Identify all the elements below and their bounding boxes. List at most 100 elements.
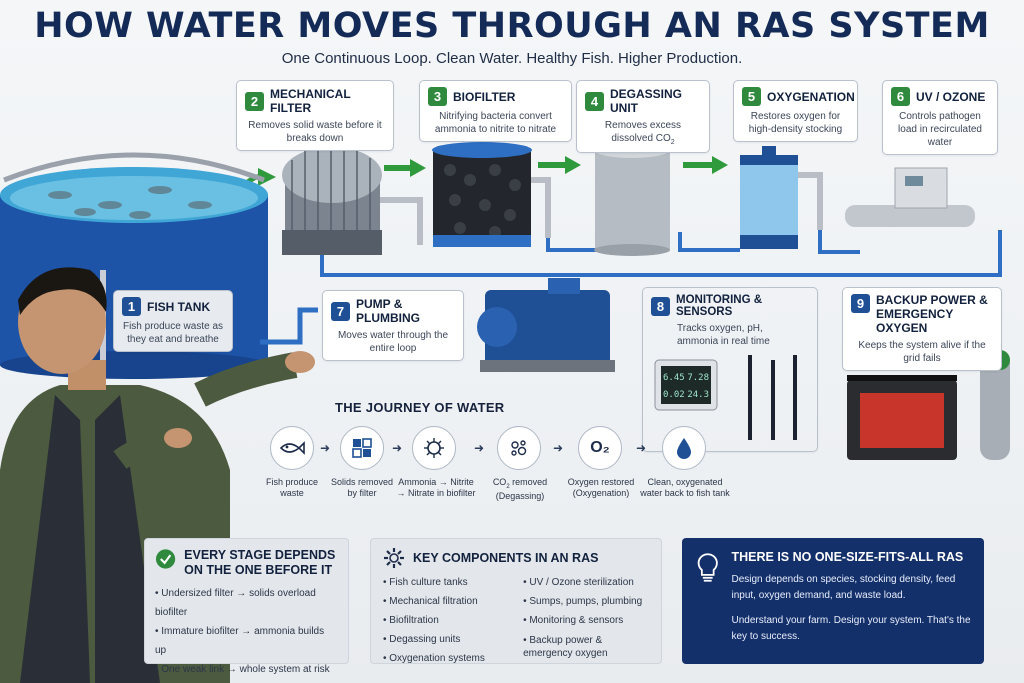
stage-desc: Tracks oxygen, pH, ammonia in real time <box>677 323 770 347</box>
list-item: Mechanical filtration <box>383 592 505 611</box>
stage-title: OXYGENATION <box>767 89 855 104</box>
bacteria-icon <box>424 438 444 458</box>
journey-arrow: ➜ <box>392 441 403 455</box>
list-item: Monitoring & sensors <box>523 611 649 630</box>
stage-desc: Moves water through the entire loop <box>337 330 449 354</box>
reading-do: 6.45 <box>663 373 685 383</box>
journey-arrow: ➜ <box>636 441 647 455</box>
list-item: Biofiltration <box>383 611 505 630</box>
list-item: Backup power & emergency oxygen <box>523 630 649 660</box>
reading-ph: 7.28 <box>687 373 709 383</box>
reading-nh3: 0.02 <box>663 390 685 400</box>
flow-arrows <box>384 156 728 177</box>
fish-icon <box>279 441 305 455</box>
presenter-figure <box>0 267 315 683</box>
stage-title: FISH TANK <box>147 299 211 314</box>
stage-desc: Removes solid waste before it breaks dow… <box>248 120 382 144</box>
list-item: Oxygenation systems <box>383 649 505 668</box>
stage-desc: Nitrifying bacteria convert ammonia to n… <box>434 111 557 135</box>
stage-1-fish-tank: 1 FISH TANK Fish produce waste as they ea… <box>113 290 233 352</box>
check-circle-icon <box>155 549 176 569</box>
journey-step-degassing <box>497 426 541 470</box>
stage-dependency-panel: EVERY STAGE DEPENDS ON THE ONE BEFORE IT… <box>144 538 349 675</box>
biofilter-tank <box>432 142 532 247</box>
list-item: UV / Ozone sterilization <box>523 573 649 592</box>
panel-title: KEY COMPONENTS IN AN RAS <box>413 550 599 565</box>
stage-number: 1 <box>122 297 141 316</box>
uv-unit <box>845 167 975 227</box>
journey-label: Oxygen restored (Oxygenation) <box>567 477 635 499</box>
list-item: Undersized filter → solids overload biof… <box>155 584 338 622</box>
stage-desc: Restores oxygen for high-density stockin… <box>748 111 843 135</box>
monitor-device <box>654 359 718 411</box>
stage-number: 9 <box>851 294 870 313</box>
stage-title: DEGASSING UNIT <box>610 87 683 115</box>
page-subtitle: One Continuous Loop. Clean Water. Health… <box>281 50 743 67</box>
stage-desc-sub: 2 <box>670 139 675 146</box>
stage-title: BACKUP POWER & EMERGENCY OXYGEN <box>876 293 988 335</box>
pump <box>477 278 615 372</box>
stage-2-mechanical-filter: 2 MECHANICAL FILTER Removes solid waste b… <box>236 80 394 151</box>
key-components-panel: KEY COMPONENTS IN AN RAS Fish culture ta… <box>370 538 662 664</box>
stage-number: 7 <box>331 301 350 321</box>
panel-text: Understand your farm. Design your system… <box>731 615 971 642</box>
list-item: One weak link → whole system at risk <box>155 660 338 679</box>
stage-number: 2 <box>245 91 264 111</box>
water-drop-icon <box>677 438 691 459</box>
bubbles-icon <box>511 440 527 456</box>
list-item: Immature biofilter → ammonia builds up <box>155 622 338 660</box>
co2-label-rest: removed (Degassing) <box>495 477 548 502</box>
stage-number: 3 <box>428 87 447 106</box>
reading-temp: 24.3 <box>687 390 709 400</box>
journey-step-oxygenation: O₂ <box>578 426 622 470</box>
stage-number: 6 <box>891 87 910 106</box>
journey-label: CO2 removed (Degassing) <box>486 477 554 503</box>
list-item: Sumps, pumps, plumbing <box>523 592 649 611</box>
o2-icon: O₂ <box>590 439 610 456</box>
journey-arrow: ➜ <box>553 441 564 455</box>
journey-step-fish-waste <box>270 426 314 470</box>
filter-grid-icon <box>352 438 372 458</box>
stage-title: UV / OZONE <box>916 89 986 104</box>
stage-5-oxygenation: 5 OXYGENATION Restores oxygen for high-de… <box>733 80 858 142</box>
stage-number: 4 <box>585 91 604 111</box>
journey-label: Solids removed by filter <box>330 477 394 499</box>
co2-label: CO <box>492 477 507 487</box>
journey-step-solids-removed <box>340 426 384 470</box>
no-one-size-panel: THERE IS NO ONE-SIZE-FITS-ALL RAS Design… <box>682 538 984 664</box>
journey-label: Fish produce waste <box>265 477 319 499</box>
stage-3-biofilter: 3 BIOFILTER Nitrifying bacteria convert a… <box>419 80 572 142</box>
stage-8-monitoring: 8 MONITORING & SENSORS Tracks oxygen, pH,… <box>642 287 818 452</box>
list-item: Fish culture tanks <box>383 573 505 592</box>
stage-9-backup-power: 9 BACKUP POWER & EMERGENCY OXYGEN Keeps t… <box>842 287 1002 372</box>
stage-title: BIOFILTER <box>453 89 516 104</box>
list-item: Degassing units <box>383 630 505 649</box>
journey-step-clean-water <box>662 426 706 470</box>
stage-desc: Fish produce waste as they eat and breat… <box>122 321 224 345</box>
journey-label: Clean, oxygenated water back to fish tan… <box>640 477 730 499</box>
stage-title: PUMP & PLUMBING <box>356 297 420 325</box>
stage-title: MONITORING & SENSORS <box>676 294 763 318</box>
journey-label: Ammonia → Nitrite → Nitrate in biofilter <box>396 477 476 499</box>
degassing-tank <box>594 142 670 256</box>
page-title: HOW WATER MOVES THROUGH AN RAS SYSTEM <box>34 6 990 46</box>
panel-title: THERE IS NO ONE-SIZE-FITS-ALL RAS <box>731 550 964 564</box>
journey-arrow: ➜ <box>320 441 331 455</box>
stage-number: 5 <box>742 87 761 106</box>
stage-desc-co2: dissolved CO <box>611 133 671 144</box>
stage-number: 8 <box>651 296 670 316</box>
gear-icon <box>384 548 404 568</box>
lightbulb-icon <box>697 553 718 582</box>
oxygen-cone <box>740 146 798 249</box>
sensor-probes <box>748 355 797 440</box>
stage-desc: Keeps the system alive if the grid fails <box>858 340 986 365</box>
journey-step-nitrification <box>412 426 456 470</box>
panel-title: EVERY STAGE DEPENDS ON THE ONE BEFORE IT <box>184 548 336 577</box>
drum-filter <box>282 147 382 255</box>
stage-title: MECHANICAL FILTER <box>270 87 351 115</box>
